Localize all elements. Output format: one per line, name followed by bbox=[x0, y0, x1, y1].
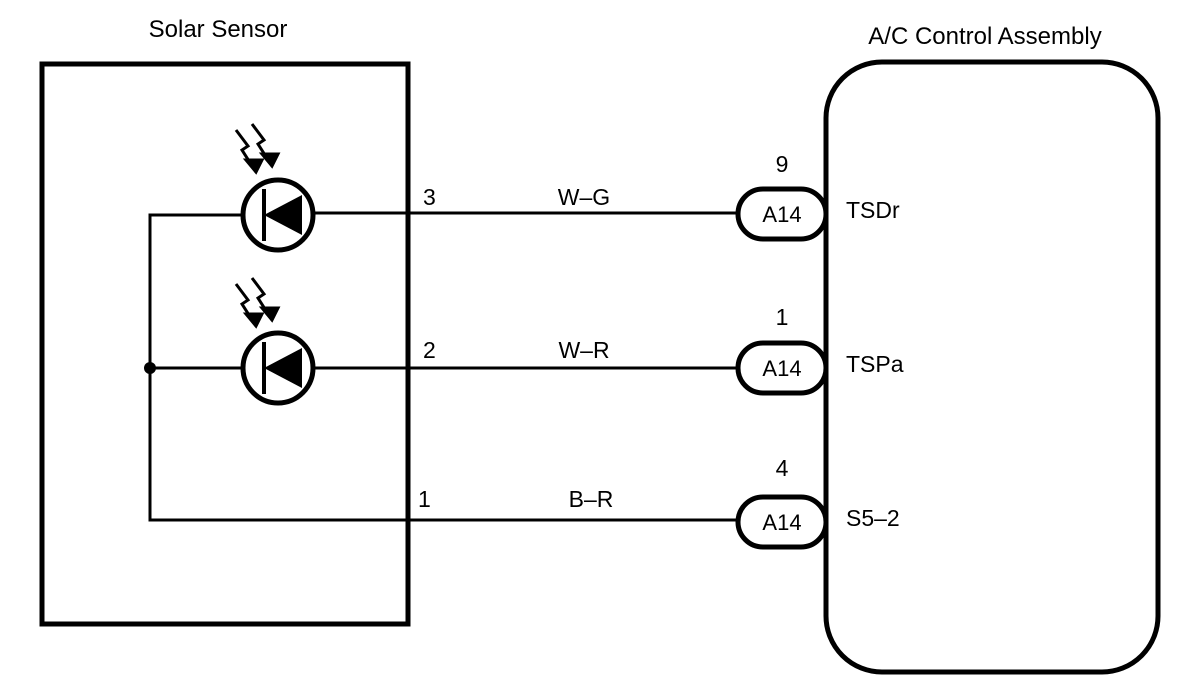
connector-icon: A14 bbox=[735, 186, 829, 242]
sensor-title: Solar Sensor bbox=[149, 16, 288, 43]
wire-color-w-r: W–R bbox=[558, 337, 609, 363]
sensor-pin-2: 2 bbox=[423, 337, 436, 363]
connector-label: A14 bbox=[762, 510, 801, 535]
signal-tspa: TSPa bbox=[846, 351, 904, 377]
ecu-pin-4: 4 bbox=[776, 455, 789, 481]
connector-icon: A14 bbox=[735, 340, 829, 396]
ecu-pin-9: 9 bbox=[776, 151, 789, 177]
light-arrows-icon bbox=[234, 277, 281, 329]
connector-label: A14 bbox=[762, 356, 801, 381]
sensor-pin-3: 3 bbox=[423, 184, 436, 210]
photodiode-icon bbox=[240, 177, 316, 253]
wire-color-w-g: W–G bbox=[558, 184, 610, 210]
sensor-box bbox=[39, 61, 411, 627]
ecu-title: A/C Control Assembly bbox=[868, 23, 1101, 50]
signal-tsdr: TSDr bbox=[846, 197, 900, 223]
photodiode-icon bbox=[240, 330, 316, 406]
signal-s5-2: S5–2 bbox=[846, 505, 900, 531]
ecu-pin-1: 1 bbox=[776, 304, 789, 330]
connector-label: A14 bbox=[762, 202, 801, 227]
connector-icon: A14 bbox=[735, 494, 829, 550]
sensor-pin-1: 1 bbox=[418, 486, 431, 512]
wire-color-b-r: B–R bbox=[569, 486, 614, 512]
junction-dot-icon bbox=[144, 362, 156, 374]
light-arrows-icon bbox=[234, 123, 281, 175]
